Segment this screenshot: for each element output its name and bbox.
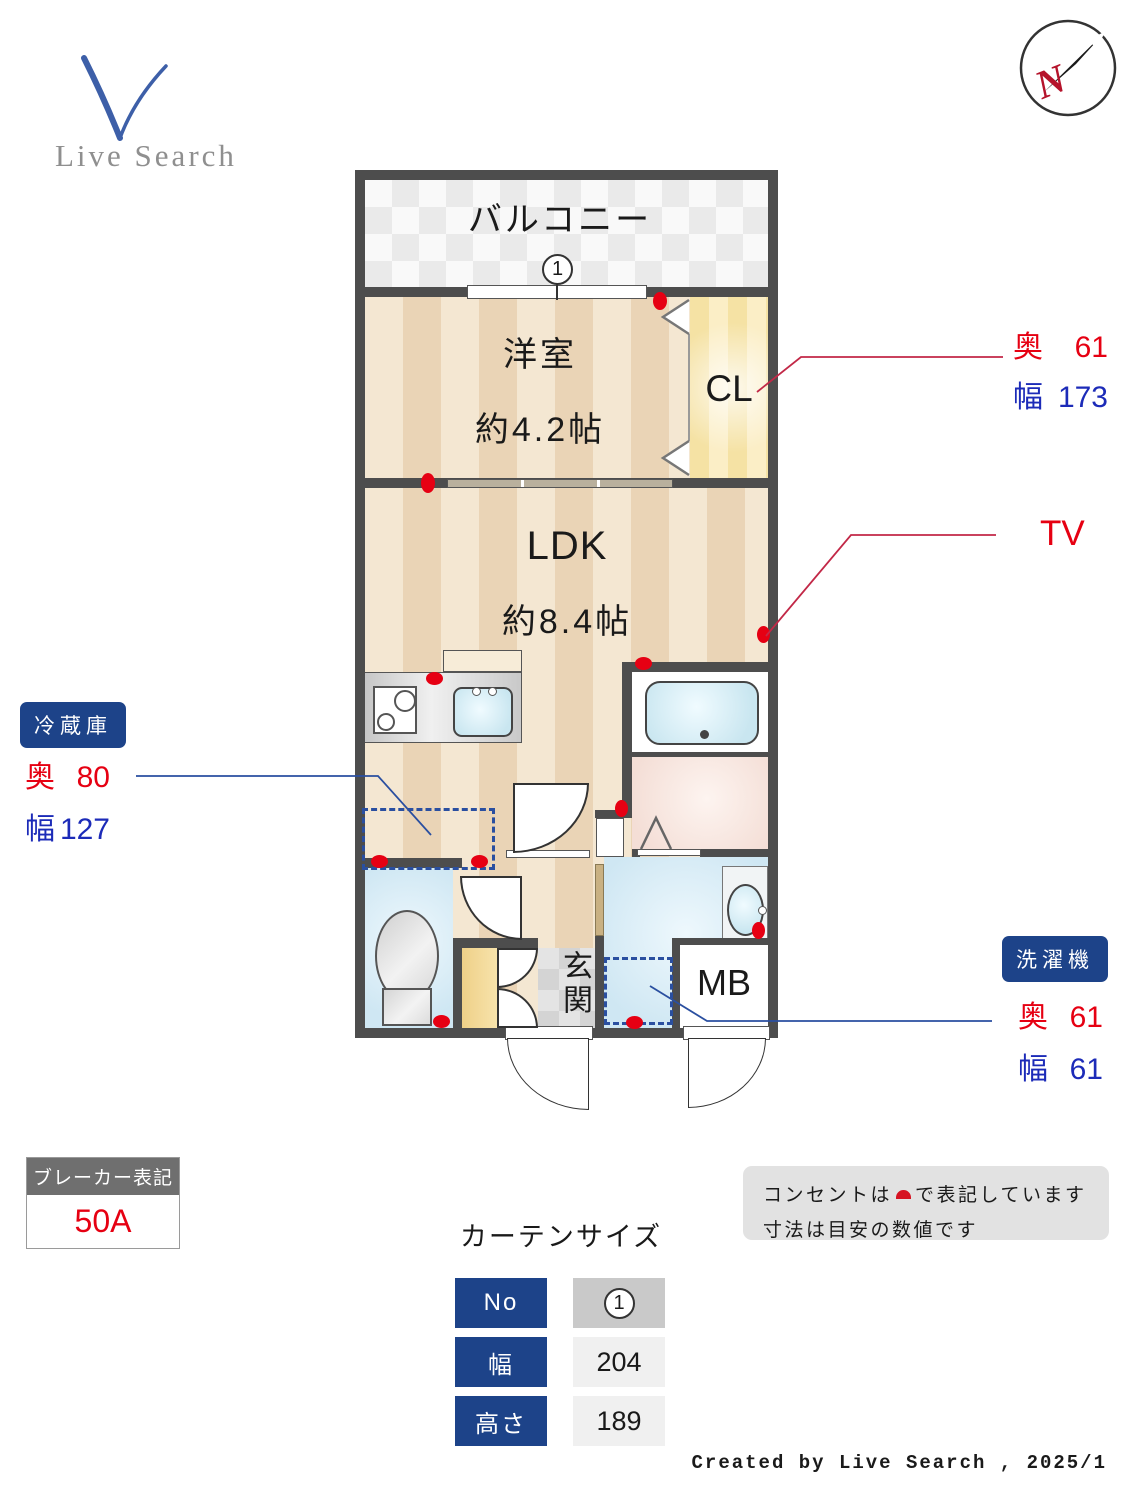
- entrance-floor: [538, 948, 595, 1028]
- niche: [596, 818, 624, 857]
- ldk-name: LDK: [526, 524, 608, 568]
- faucet-icon: [472, 687, 481, 696]
- wall: [700, 849, 768, 857]
- fridge-width-label: 幅: [25, 813, 55, 846]
- kitchen-counter-extension: [443, 650, 522, 672]
- fridge-width-value: 127: [59, 813, 110, 846]
- closet-depth-label: 奥: [1013, 331, 1043, 364]
- washer-width-value: 61: [1069, 1053, 1103, 1086]
- washer-tag: 洗濯機: [1002, 936, 1108, 982]
- washer-depth-value: 61: [1069, 1001, 1103, 1034]
- note-line1-suffix: で表記しています: [915, 1185, 1087, 1206]
- wall-bath-divider: [632, 752, 768, 757]
- fridge-tag: 冷蔵庫: [20, 702, 126, 748]
- compass: N: [1018, 18, 1118, 118]
- kitchen-sink-icon: [453, 687, 513, 737]
- wall: [632, 849, 640, 857]
- closet-width-value: 173: [1057, 381, 1108, 414]
- bathtub-drain-icon: [700, 730, 709, 739]
- toilet-tank-icon: [382, 988, 432, 1026]
- curtain-row-no-value: 1: [573, 1278, 665, 1328]
- fridge-depth-label: 奥: [25, 761, 55, 794]
- wall: [355, 170, 365, 1038]
- compass-icon: [1019, 19, 1117, 117]
- outlet-marker: [432, 1014, 450, 1028]
- logo-text: Live Search: [55, 138, 237, 173]
- entrance-door-swing: [507, 1038, 589, 1110]
- wall: [453, 938, 538, 948]
- western-room-name: 洋室: [503, 336, 577, 374]
- breaker-box: ブレーカー表記 50A: [26, 1157, 180, 1249]
- outlet-marker: [653, 292, 667, 310]
- balcony-label: バルコニー: [467, 201, 653, 239]
- washer-depth-label: 奥: [1018, 1001, 1048, 1034]
- closet-width-label: 幅: [1013, 381, 1043, 414]
- western-room-area: 約4.2帖: [474, 411, 606, 449]
- wall: [768, 170, 778, 1038]
- wall-bath-left: [622, 662, 632, 814]
- curtain-row-height-value: 189: [573, 1396, 665, 1446]
- outlet-legend-icon: [896, 1190, 912, 1199]
- outlet-marker: [751, 921, 765, 939]
- closet-label: CL: [705, 368, 753, 409]
- wall-toilet-right: [453, 938, 462, 1028]
- wall-genkan-right: [595, 934, 604, 1028]
- stove-burner-large-icon: [394, 690, 416, 712]
- closet-depth-value: 61: [1074, 331, 1108, 364]
- logo-checkmark-icon: [81, 55, 168, 141]
- sliding-door: [447, 479, 673, 488]
- basin-faucet-icon: [758, 906, 767, 915]
- meter-box-label: MB: [697, 962, 751, 1003]
- shoe-cabinet: [460, 948, 497, 1028]
- outlet-marker: [634, 656, 652, 670]
- outlet-marker: [625, 1015, 643, 1029]
- tv-label: TV: [1040, 514, 1085, 553]
- window-marker-tick: [556, 282, 558, 300]
- breaker-title: ブレーカー表記: [27, 1158, 179, 1195]
- curtain-row-no-label: No: [455, 1278, 547, 1328]
- note-line2: 寸法は目安の数値です: [763, 1220, 979, 1242]
- window-marker: 1: [542, 254, 573, 285]
- curtain-table-title: カーテンサイズ: [459, 1222, 663, 1252]
- curtain-row-width-label: 幅: [455, 1337, 547, 1387]
- wall-mb-top: [672, 938, 768, 945]
- wall: [355, 170, 778, 180]
- logo: Live Search: [55, 50, 305, 180]
- credit-text: Created by Live Search , 2025/1: [691, 1452, 1107, 1474]
- threshold: [506, 850, 590, 858]
- curtain-row-width-value: 204: [573, 1337, 665, 1387]
- outlet-marker: [614, 799, 628, 817]
- mb-door-swing: [688, 1038, 766, 1108]
- washer-space: [604, 957, 673, 1025]
- fridge-dims: 奥 80 幅 127: [25, 752, 110, 848]
- outlet-marker: [425, 671, 443, 685]
- closet-floor: [690, 297, 768, 478]
- closet-dims: 奥 61 幅 173: [1013, 322, 1108, 416]
- stove-burner-small-icon: [377, 713, 395, 731]
- wall-mb-left: [672, 945, 680, 1028]
- outlet-marker: [421, 473, 435, 493]
- toilet-bowl-icon: [375, 910, 439, 1002]
- wall-bath-top: [622, 662, 768, 672]
- outlet-marker: [756, 625, 770, 643]
- entrance-label: 玄関: [558, 950, 591, 1018]
- washroom-sliding-door: [595, 864, 604, 936]
- outlet-marker: [370, 854, 388, 868]
- wall: [595, 810, 632, 818]
- note-line1: コンセントは で表記しています: [763, 1178, 1089, 1213]
- outlet-marker: [470, 854, 488, 868]
- curtain-no-circle: 1: [603, 1287, 635, 1319]
- note-box: コンセントは で表記しています 寸法は目安の数値です: [743, 1166, 1109, 1241]
- faucet-icon: [488, 687, 497, 696]
- bath-threshold: [637, 849, 701, 856]
- fridge-depth-value: 80: [76, 761, 110, 794]
- bathroom-floor: [632, 757, 768, 850]
- curtain-row-height-label: 高さ: [455, 1396, 547, 1446]
- washer-width-label: 幅: [1018, 1053, 1048, 1086]
- note-line1-prefix: コンセントは: [763, 1185, 893, 1206]
- wall-toilet-top: [355, 858, 462, 868]
- breaker-value: 50A: [27, 1195, 179, 1248]
- washer-dims: 奥 61 幅 61: [1018, 992, 1103, 1088]
- ldk-area: 約8.4帖: [501, 603, 633, 641]
